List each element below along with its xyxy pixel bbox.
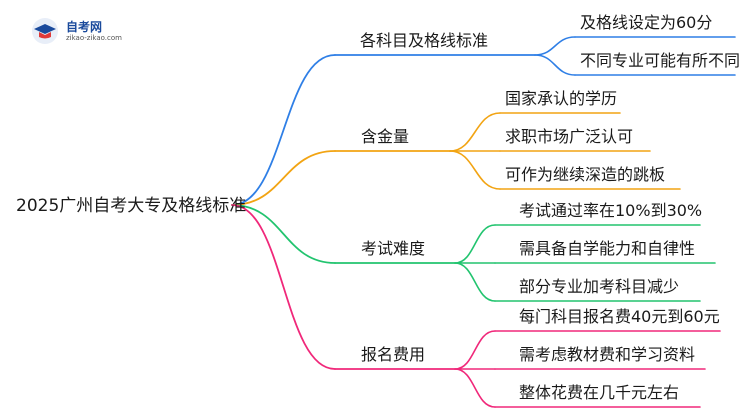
branch-difficulty: 考试难度 bbox=[361, 239, 426, 258]
leaf-recognized-degree: 国家承认的学历 bbox=[505, 89, 618, 108]
root-connector-2 bbox=[231, 204, 336, 264]
leaf-connector-2-2 bbox=[454, 262, 496, 302]
leaf-connector-3-0 bbox=[454, 330, 496, 370]
leaf-fewer-subjects: 部分专业加考科目减少 bbox=[519, 277, 680, 296]
leaf-connector-3-2 bbox=[454, 368, 496, 408]
branch-passing-line: 各科目及格线标准 bbox=[360, 31, 489, 50]
leaf-pass-rate: 考试通过率在10%到30% bbox=[519, 201, 703, 220]
leaf-passing-score: 及格线设定为60分 bbox=[580, 13, 713, 32]
leaf-connector-0-0 bbox=[534, 36, 576, 56]
leaf-connector-0-1 bbox=[534, 54, 576, 76]
graduation-cap-icon bbox=[32, 18, 58, 44]
branch-value: 含金量 bbox=[361, 127, 410, 146]
branch-fees: 报名费用 bbox=[361, 345, 426, 364]
leaf-connector-1-2 bbox=[449, 150, 501, 190]
root-connector-3 bbox=[231, 204, 336, 370]
root-connector-0 bbox=[231, 54, 336, 206]
root-node: 2025广州自考大专及格线标准 bbox=[16, 196, 247, 216]
leaf-total-cost: 整体花费在几千元左右 bbox=[519, 383, 680, 402]
leaf-connector-2-0 bbox=[454, 224, 496, 264]
leaf-further-study: 可作为继续深造的跳板 bbox=[505, 165, 666, 184]
logo-url: zikao-zikao.com bbox=[66, 34, 122, 42]
root-connector-1 bbox=[231, 150, 336, 206]
logo-name: 自考网 bbox=[66, 20, 103, 34]
leaf-materials-fee: 需考虑教材费和学习资料 bbox=[519, 345, 696, 364]
leaf-job-market: 求职市场广泛认可 bbox=[505, 127, 634, 146]
leaf-connector-1-0 bbox=[449, 112, 501, 152]
leaf-major-difference: 不同专业可能有所不同 bbox=[580, 51, 741, 70]
leaf-self-discipline: 需具备自学能力和自律性 bbox=[519, 239, 696, 258]
site-logo[interactable]: 自考网 zikao-zikao.com bbox=[30, 16, 140, 48]
leaf-subject-fee: 每门科目报名费40元到60元 bbox=[519, 307, 720, 326]
